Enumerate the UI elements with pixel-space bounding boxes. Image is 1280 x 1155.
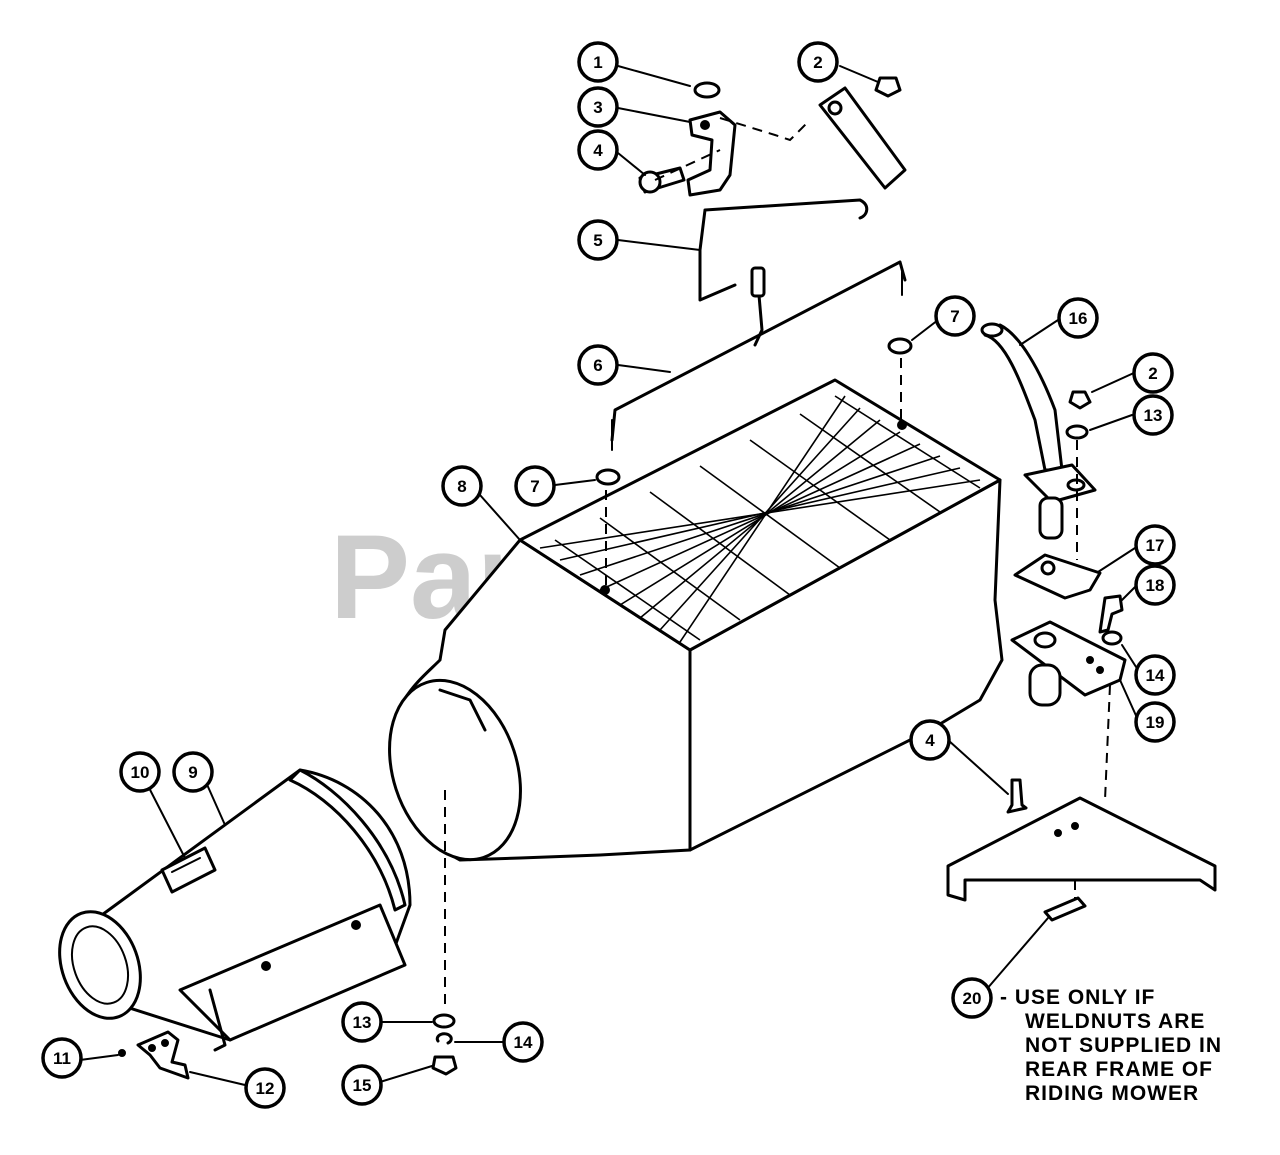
- callout-15: 15: [341, 1064, 383, 1106]
- callout-9-label: 9: [188, 763, 197, 782]
- callout-8-label: 8: [457, 477, 466, 496]
- chute-hardware: [118, 1030, 190, 1080]
- callout-19-label: 19: [1146, 713, 1165, 732]
- callout-14a-label: 14: [514, 1033, 533, 1052]
- callout-4b-label: 4: [925, 731, 935, 750]
- callout-16: 16: [1057, 297, 1099, 339]
- callout-13b: 13: [1132, 394, 1174, 436]
- callout-12: 12: [244, 1067, 286, 1109]
- callout-2a: 2: [797, 41, 839, 83]
- note-line-5: RIDING MOWER: [1025, 1082, 1199, 1105]
- note-line-2: WELDNUTS ARE: [1025, 1010, 1205, 1033]
- discharge-chute: [58, 768, 412, 1052]
- note-line-1: - USE ONLY IF: [1000, 986, 1155, 1009]
- callout-9: 9: [172, 751, 214, 793]
- callout-20: 20: [951, 977, 993, 1019]
- note-line-3: NOT SUPPLIED IN: [1025, 1034, 1222, 1057]
- callout-10-label: 10: [131, 763, 150, 782]
- callout-13a-label: 13: [353, 1013, 372, 1032]
- callouts: 1 2 3 4 5 6 7 16 2 13 8 7 17 18 14 19 4 …: [41, 41, 1176, 1109]
- callout-12-label: 12: [256, 1079, 275, 1098]
- callout-2b: 2: [1132, 352, 1174, 394]
- callout-16-label: 16: [1069, 309, 1088, 328]
- top-bracket: [638, 76, 907, 197]
- callout-11: 11: [41, 1037, 83, 1079]
- callout-11-label: 11: [53, 1049, 71, 1068]
- callout-3-label: 3: [593, 98, 602, 117]
- callout-18-label: 18: [1146, 576, 1165, 595]
- leader-lines: [79, 65, 1139, 1086]
- callout-14b: 14: [1134, 654, 1176, 696]
- callout-17-label: 17: [1146, 536, 1165, 555]
- callout-1-label: 1: [593, 53, 602, 72]
- pivot-assembly: [980, 322, 1127, 814]
- callout-2a-label: 2: [813, 53, 822, 72]
- callout-5-label: 5: [593, 231, 602, 250]
- callout-4a: 4: [577, 129, 619, 171]
- callout-18: 18: [1134, 564, 1176, 606]
- callout-5: 5: [577, 219, 619, 261]
- callout-7a-label: 7: [530, 477, 539, 496]
- callout-4a-label: 4: [593, 141, 603, 160]
- callout-13b-label: 13: [1144, 406, 1163, 425]
- callout-13a: 13: [341, 1001, 383, 1043]
- callout-7b: 7: [934, 295, 976, 337]
- lower-fasteners: [431, 790, 458, 1076]
- callout-20-label: 20: [963, 989, 982, 1008]
- usage-note: - USE ONLY IF WELDNUTS ARE NOT SUPPLIED …: [1000, 986, 1222, 1105]
- washers-7: [595, 337, 913, 585]
- callout-15-label: 15: [353, 1076, 372, 1095]
- callout-14b-label: 14: [1146, 666, 1165, 685]
- callout-2b-label: 2: [1148, 364, 1157, 383]
- callout-7b-label: 7: [950, 307, 959, 326]
- grass-bag: [388, 378, 1004, 862]
- callout-17: 17: [1134, 524, 1176, 566]
- callout-8: 8: [441, 465, 483, 507]
- callout-3: 3: [577, 86, 619, 128]
- support-rods: [610, 198, 907, 451]
- callout-1: 1: [577, 41, 619, 83]
- callout-10: 10: [119, 751, 161, 793]
- callout-7a: 7: [514, 465, 556, 507]
- callout-6-label: 6: [593, 356, 602, 375]
- callout-4b: 4: [909, 719, 951, 761]
- callout-19: 19: [1134, 701, 1176, 743]
- rear-frame-bracket: [946, 796, 1217, 922]
- callout-14a: 14: [502, 1021, 544, 1063]
- callout-6: 6: [577, 344, 619, 386]
- note-line-4: REAR FRAME OF: [1025, 1058, 1213, 1081]
